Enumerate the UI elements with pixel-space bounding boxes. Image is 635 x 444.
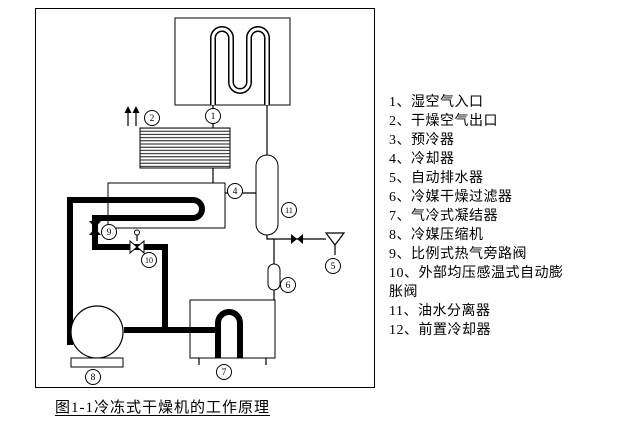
- marker-9-label: 9: [107, 228, 112, 238]
- legend-item-9: 9、比例式热气旁路阀: [389, 247, 527, 262]
- liquid-pipe: [92, 215, 168, 330]
- marker-4: 4: [227, 183, 243, 199]
- air-lines: [212, 105, 326, 300]
- legend-item-6: 6、冷媒干燥过滤器: [389, 190, 513, 205]
- figure-caption: 图1-1冷冻式干燥机的工作原理: [55, 400, 270, 416]
- legend-item-4: 4、冷却器: [389, 152, 455, 167]
- compressor-body: [70, 305, 124, 359]
- serpentine-coil-inner: [211, 27, 269, 105]
- marker-11: 11: [281, 202, 297, 218]
- expansion-valve-right: [136, 239, 145, 255]
- drain-valve-right: [297, 234, 303, 244]
- legend: 1、湿空气入口 2、干燥空气出口 3、预冷器 4、冷却器 5、自动排水器 6、冷…: [389, 93, 569, 340]
- arrow-head-2: [132, 106, 140, 113]
- legend-item-8: 8、冷媒压缩机: [389, 228, 484, 243]
- legend-item-5: 5、自动排水器: [389, 171, 484, 186]
- finned-exchanger: [139, 127, 231, 169]
- expansion-valve-bulb: [134, 229, 140, 236]
- cooler: [107, 182, 226, 229]
- schematic-diagram: 1 2 4 11 9: [35, 8, 375, 388]
- schematic-svg: 1 2 4 11 9: [35, 8, 375, 388]
- drain-valve-left: [291, 234, 297, 244]
- expansion-valve: [129, 229, 145, 255]
- legend-item-1: 1、湿空气入口: [389, 95, 484, 110]
- marker-5-label: 5: [331, 262, 336, 272]
- marker-7: 7: [216, 364, 232, 380]
- marker-7-label: 7: [222, 368, 227, 378]
- arrow-head-1: [124, 106, 132, 113]
- marker-6: 6: [280, 277, 296, 293]
- legend-item-10: 10、外部均压感温式自动膨胀阀: [389, 266, 564, 300]
- air-outlet-arrows: [124, 106, 140, 126]
- marker-8: 8: [85, 369, 101, 385]
- auto-drainer-funnel: [324, 232, 346, 246]
- bypass-valve-bottom: [89, 228, 101, 235]
- legend-item-3: 3、预冷器: [389, 133, 455, 148]
- marker-10: 10: [141, 252, 157, 268]
- drain-line: [266, 235, 326, 240]
- precooler: [174, 17, 291, 106]
- condenser: [189, 299, 276, 365]
- filter-drier: [267, 263, 281, 291]
- marker-2-label: 2: [150, 114, 155, 124]
- suction-pipe: [67, 197, 130, 345]
- legend-item-11: 11、油水分离器: [389, 304, 491, 319]
- cooler-hairpin-tube: [108, 197, 205, 221]
- compressor: [70, 305, 124, 368]
- marker-1: 1: [205, 108, 221, 124]
- marker-5: 5: [325, 258, 341, 274]
- marker-4-label: 4: [233, 187, 238, 197]
- drain-valve: [291, 234, 303, 244]
- condenser-legs: [198, 358, 267, 365]
- markers: 1 2 4 11 9: [85, 108, 341, 385]
- compressor-base: [70, 357, 124, 368]
- condenser-hairpin-tube: [215, 309, 243, 358]
- cooler-box: [107, 182, 226, 229]
- legend-item-7: 7、气冷式凝结器: [389, 209, 498, 224]
- expansion-valve-left: [129, 239, 138, 255]
- bypass-valve: [89, 221, 101, 235]
- condenser-box: [189, 299, 276, 359]
- bypass-valve-top: [89, 221, 101, 228]
- auto-drainer: [324, 232, 346, 255]
- marker-6-label: 6: [286, 281, 291, 291]
- marker-11-label: 11: [285, 206, 293, 215]
- marker-9: 9: [101, 224, 117, 240]
- marker-1-label: 1: [211, 112, 216, 122]
- marker-2: 2: [144, 110, 160, 126]
- separator-cylinder: [255, 154, 279, 236]
- refrigerant-piping: [67, 197, 218, 345]
- marker-10-label: 10: [145, 256, 153, 265]
- legend-item-12: 12、前置冷却器: [389, 323, 491, 338]
- legend-item-2: 2、干燥空气出口: [389, 114, 498, 129]
- marker-8-label: 8: [91, 373, 96, 383]
